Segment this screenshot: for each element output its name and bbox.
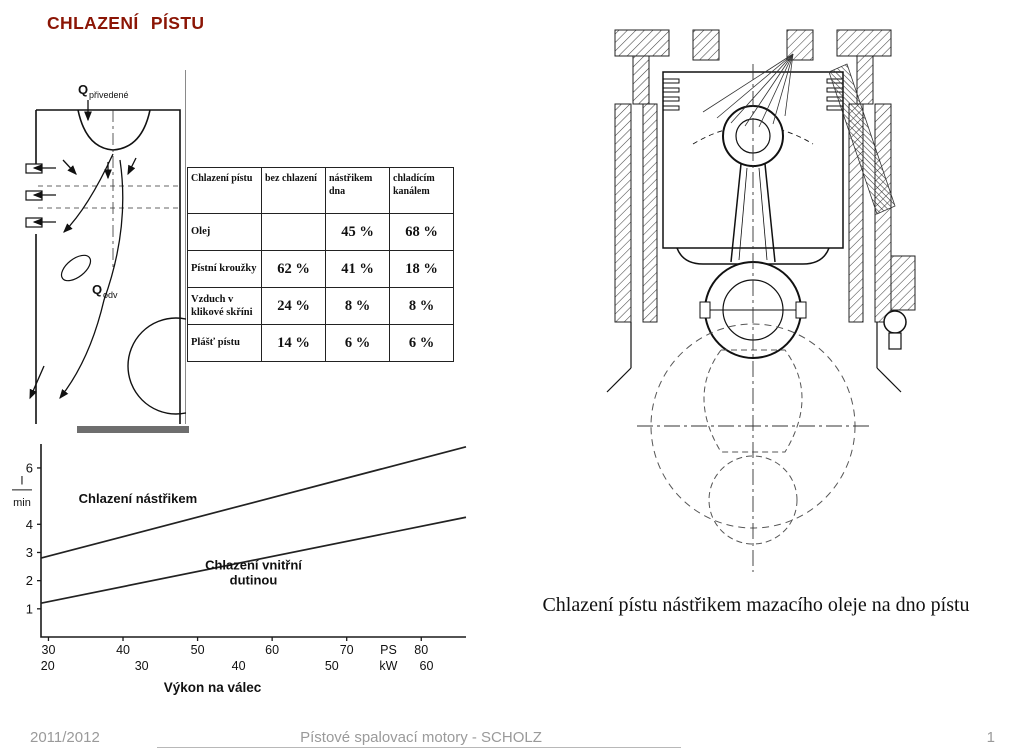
- x-tick-label-ps: 50: [191, 643, 205, 657]
- page-title: CHLAZENÍ PÍSTU: [47, 13, 205, 33]
- table-cell: 8 %: [325, 287, 390, 325]
- footer-page-number: 1: [986, 729, 995, 746]
- table-cell: 14 %: [261, 324, 326, 362]
- q-out-label: Q: [92, 282, 102, 297]
- chart-ylabel-num: l: [21, 474, 24, 488]
- y-tick-label: 1: [26, 601, 33, 616]
- series-label: Chlazení vnitřní: [205, 557, 302, 572]
- table-cell: 41 %: [325, 250, 390, 288]
- x-tick-label-kw: 40: [232, 659, 246, 673]
- table-header-row: Chlazení pístu bez chlazení nástřikem dn…: [187, 167, 454, 214]
- flow-chart-svg: 6 4 3 2 1 l min 30 40 50 60 70 PS 80 20 30 40 50 kW 60Výkon…: [12, 426, 467, 695]
- footer-course-title: Pístové spalovací motory - SCHOLZ: [300, 729, 542, 746]
- series-line: [40, 445, 467, 559]
- chart-xlabel: Výkon na válec: [164, 680, 262, 695]
- crankcase-walls: [606, 322, 902, 393]
- table-header-cell: bez chlazení: [261, 167, 326, 214]
- series-label: dutinou: [230, 572, 278, 587]
- row-label: Plášť pístu: [187, 324, 262, 362]
- piston-heat-flow-diagram: Q přivedené Q odv: [25, 82, 186, 437]
- table-cell: 68 %: [389, 213, 454, 251]
- table-header-cell: chladícím kanálem: [389, 167, 454, 214]
- table-cell: 18 %: [389, 250, 454, 288]
- q-in-label: Q: [78, 82, 88, 97]
- y-tick-label: 6: [26, 460, 33, 475]
- table-cell: 45 %: [325, 213, 390, 251]
- row-label: Olej: [187, 213, 262, 251]
- row-label: Vzduch v klikové skříni: [187, 287, 262, 325]
- q-in-sub-label: přivedené: [89, 90, 129, 100]
- row-label: Pístní kroužky: [187, 250, 262, 288]
- chart-axes: [40, 444, 466, 638]
- piston-outline: [25, 109, 186, 437]
- x-tick-label-ps: 80: [414, 643, 428, 657]
- heat-flow-arrows: [29, 100, 137, 400]
- table-row: Pístní kroužky 62 % 41 % 18 %: [187, 250, 454, 288]
- y-tick-label: 4: [26, 517, 33, 532]
- table-cell: [261, 213, 326, 251]
- x-tick-label-kw: 30: [135, 659, 149, 673]
- series-label: Chlazení nástřikem: [79, 491, 198, 506]
- x-tick-label-ps: PS: [380, 643, 397, 657]
- q-out-sub-label: odv: [103, 290, 118, 300]
- image-border-line: [185, 70, 186, 437]
- chart-ylabel-den: min: [13, 497, 31, 509]
- cooling-table-wrap: Chlazení pístu bez chlazení nástřikem dn…: [187, 167, 454, 362]
- figure-caption: Chlazení pístu nástřikem mazacího oleje …: [542, 594, 970, 616]
- centerlines: [637, 64, 873, 572]
- footer-date: 2011/2012: [30, 729, 100, 746]
- x-tick-label-ps: 40: [116, 643, 130, 657]
- engine-cross-section-figure: [497, 16, 1009, 588]
- oil-nozzle: [883, 310, 907, 350]
- table-header-cell: nástřikem dna: [325, 167, 390, 214]
- diagram-labels: Q přivedené Q odv: [78, 82, 129, 300]
- x-tick-label-kw: kW: [379, 659, 397, 673]
- oil-spray-fan: [702, 53, 794, 128]
- x-tick-label-ps: 70: [340, 643, 354, 657]
- table-header-cell: Chlazení pístu: [187, 167, 262, 214]
- footer-underline: [157, 747, 681, 748]
- y-tick-label: 3: [26, 545, 33, 560]
- x-tick-label-kw: 60: [420, 659, 434, 673]
- y-tick-label: 2: [26, 573, 33, 588]
- series-line: [40, 516, 467, 605]
- construction-lines: [38, 110, 178, 268]
- table-row: Vzduch v klikové skříni 24 % 8 % 8 %: [187, 287, 454, 325]
- table-cell: 6 %: [325, 324, 390, 362]
- table-cell: 24 %: [261, 287, 326, 325]
- cylinder-head: [614, 29, 892, 105]
- section-band: [828, 63, 896, 215]
- table-cell: 8 %: [389, 287, 454, 325]
- x-tick-label-ps: 60: [265, 643, 279, 657]
- x-tick-label-kw: 20: [41, 659, 55, 673]
- table-row: Plášť pístu 14 % 6 % 6 %: [187, 324, 454, 362]
- table-row: Olej 45 % 68 %: [187, 213, 454, 251]
- table-cell: 6 %: [389, 324, 454, 362]
- x-tick-label-ps: 30: [42, 643, 56, 657]
- table-cell: 62 %: [261, 250, 326, 288]
- cooling-table: Chlazení pístu bez chlazení nástřikem dn…: [187, 167, 454, 362]
- scan-artifact: [77, 426, 189, 433]
- x-tick-label-kw: 50: [325, 659, 339, 673]
